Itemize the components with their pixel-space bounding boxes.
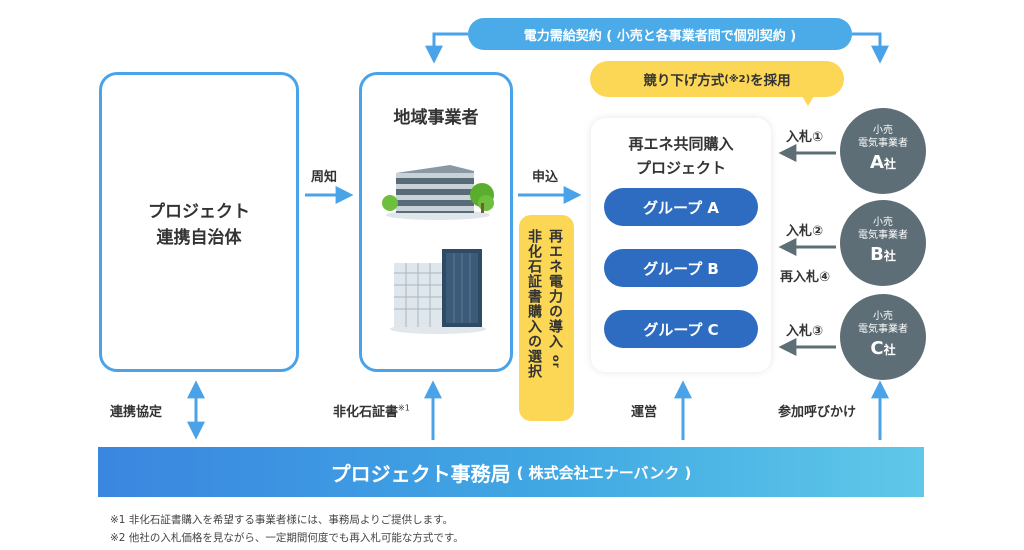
selection-badge: 再エネ電力の導入 or 非化石証書購入の選択: [519, 215, 574, 421]
announce-label: 周知: [311, 170, 338, 185]
selection-col1: 再エネ電力の導入 or: [545, 229, 565, 369]
auction-pointer: [802, 96, 814, 106]
retailer-a-letter: A: [870, 152, 884, 173]
retailer-c-line2: 電気事業者: [858, 324, 908, 335]
contract-label: 電力需給契約 ( 小売と各事業者間で個別契約 ): [468, 18, 852, 50]
selection-or: or: [550, 354, 561, 369]
retailer-c-suffix: 社: [883, 343, 896, 357]
glass-building-icon: [390, 249, 486, 334]
retailer-b-letter: B: [870, 244, 884, 265]
office-company: ( 株式会社エナーバンク ): [516, 463, 692, 482]
footnote-2: ※2 他社の入札価格を見ながら、一定期間何度でも再入札可能な方式です。: [110, 532, 464, 544]
rebid4-label: 再入札④: [780, 270, 831, 285]
retailer-a: 小売 電気事業者 A社: [840, 108, 926, 194]
cert-label-text: 非化石証書: [333, 405, 399, 420]
apply-label: 申込: [532, 170, 559, 185]
retailer-b-line2: 電気事業者: [858, 230, 908, 241]
retailer-c-letter: C: [870, 338, 884, 359]
group-a: グループ A: [604, 188, 758, 226]
local-business-title: 地域事業者: [393, 108, 479, 128]
retailer-b-line1: 小売: [873, 217, 893, 228]
bid2-label: 入札②: [786, 224, 824, 239]
operate-label: 運営: [631, 405, 658, 420]
invite-label: 参加呼びかけ: [778, 405, 857, 420]
office-building-icon: [382, 165, 494, 220]
auction-method-badge: 競り下げ方式(※2)を採用: [590, 61, 844, 97]
bid3-label: 入札③: [786, 324, 824, 339]
cert-label-mark: ※1: [398, 403, 410, 413]
cert-label: 非化石証書※1: [333, 401, 410, 420]
selection-col1-text: 再エネ電力の導入: [547, 229, 563, 349]
bid1-label: 入札①: [786, 130, 824, 145]
retailer-c-line1: 小売: [873, 311, 893, 322]
project-line2: プロジェクト: [635, 159, 726, 177]
group-b: グループ B: [604, 249, 758, 287]
municipality-box: プロジェクト 連携自治体: [99, 72, 299, 372]
project-line1: 再エネ共同購入: [628, 135, 734, 153]
retailer-b: 小売 電気事業者 B社: [840, 200, 926, 286]
contract-text: 電力需給契約 ( 小売と各事業者間で個別契約 ): [523, 28, 797, 44]
footnote-1: ※1 非化石証書購入を希望する事業者様には、事務局よりご提供します。: [110, 514, 454, 526]
municipality-line2: 連携自治体: [156, 228, 242, 248]
retailer-b-suffix: 社: [883, 249, 896, 263]
municipality-line1: プロジェクト: [148, 202, 250, 222]
selection-col2: 非化石証書購入の選択: [526, 229, 542, 379]
contract-bracket-arrow-right: [852, 32, 889, 64]
office-name: プロジェクト事務局: [330, 461, 511, 486]
retailer-c: 小売 電気事業者 C社: [840, 294, 926, 380]
retailer-a-line1: 小売: [873, 125, 893, 136]
auction-method-text: 競り下げ方式: [643, 73, 725, 89]
group-c: グループ C: [604, 310, 758, 348]
local-business-box: 地域事業者: [359, 72, 513, 372]
contract-bracket-arrow: [425, 32, 468, 64]
retailer-a-suffix: 社: [883, 157, 896, 171]
auction-method-suffix: を採用: [750, 73, 791, 89]
project-office-band: プロジェクト事務局 ( 株式会社エナーバンク ): [98, 447, 924, 497]
coop-label: 連携協定: [110, 405, 163, 420]
retailer-a-line2: 電気事業者: [858, 138, 908, 149]
auction-method-note: (※2): [724, 73, 751, 85]
